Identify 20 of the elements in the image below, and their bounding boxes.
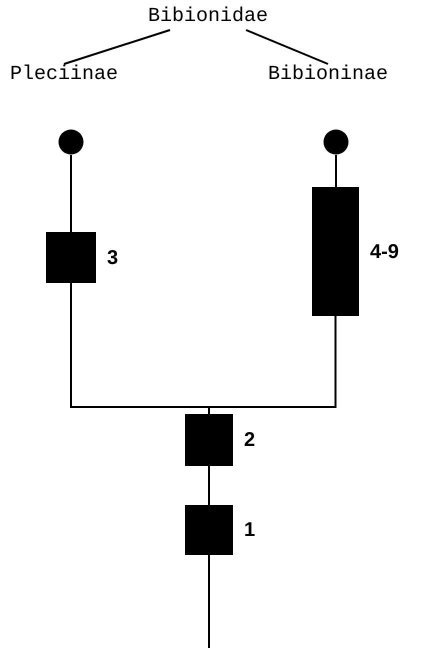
- character-bar: [185, 414, 233, 466]
- character-number: 4-9: [370, 240, 399, 264]
- character-number: 3: [107, 246, 118, 270]
- character-bar: [312, 187, 359, 316]
- tree-branch: [208, 316, 336, 414]
- taxon-label: Bibionidae: [148, 4, 268, 30]
- character-number: 2: [244, 428, 256, 452]
- tree-branch: [70, 155, 72, 232]
- tree-branch: [208, 555, 210, 648]
- character-number: 1: [244, 518, 256, 542]
- terminal-dot: [58, 129, 84, 155]
- terminal-dot: [323, 129, 349, 155]
- taxon-label: Bibioninae: [268, 62, 388, 88]
- tree-branch: [64, 29, 170, 65]
- tree-branch: [246, 29, 328, 65]
- tree-branch: [208, 466, 210, 505]
- tree-branch: [335, 155, 337, 187]
- character-bar: [46, 232, 96, 283]
- character-bar: [185, 505, 233, 555]
- taxon-label: Pleciinae: [10, 62, 118, 88]
